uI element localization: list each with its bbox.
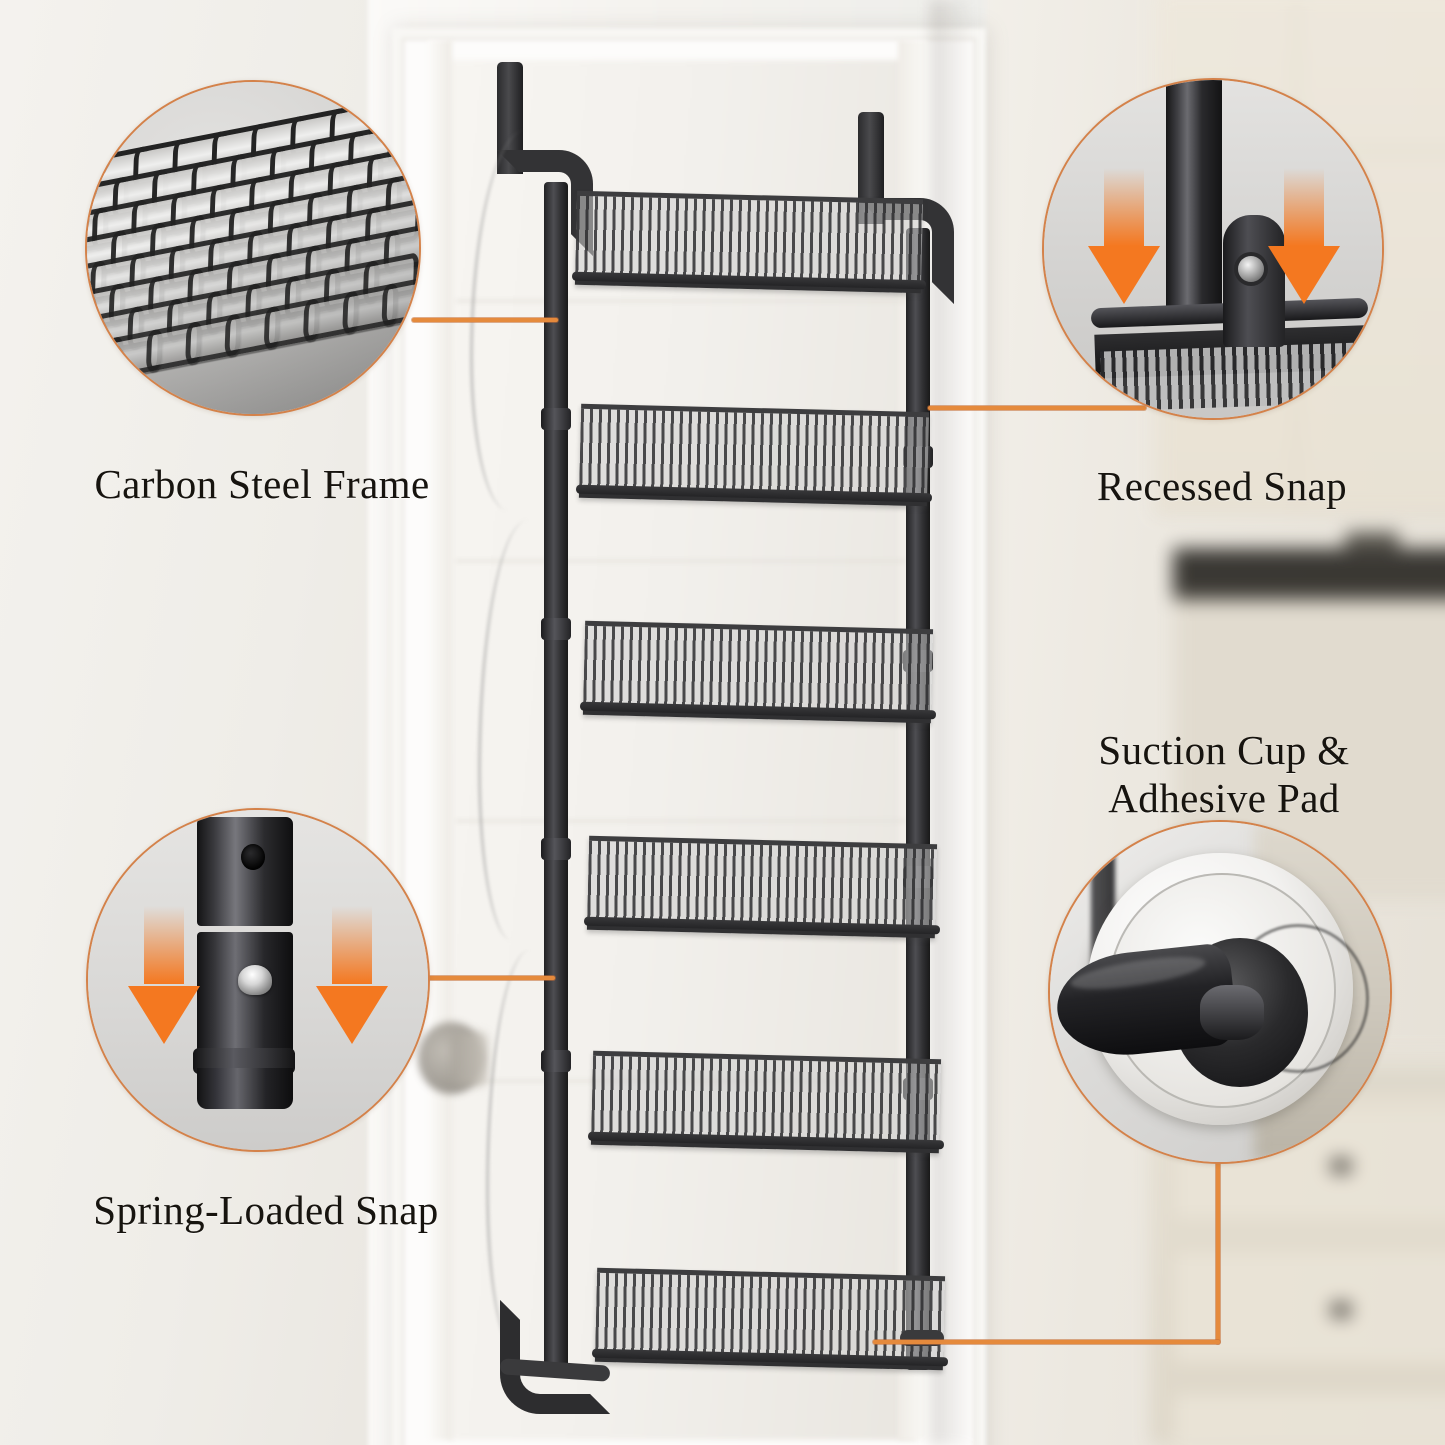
callout-label-spring-loaded-snap: Spring-Loaded Snap bbox=[93, 1187, 439, 1233]
leader-suction-cup-horizontal bbox=[873, 1340, 1220, 1344]
tube-hole bbox=[241, 844, 265, 870]
arrow-shaft bbox=[1284, 168, 1324, 246]
suction-cup-detail-image bbox=[1050, 822, 1390, 1162]
spring-loaded-snap-detail-image bbox=[88, 810, 428, 1150]
down-arrow-icon bbox=[316, 906, 388, 1046]
range-hood-vent bbox=[1345, 532, 1399, 552]
arrow-head bbox=[1088, 246, 1160, 304]
leader-recessed-snap bbox=[928, 406, 1146, 410]
telescoping-tube-upper bbox=[196, 816, 293, 926]
callout-suction-cup-adhesive-pad bbox=[1048, 820, 1392, 1164]
back-wire bbox=[486, 950, 559, 1350]
callout-label-carbon-steel-frame: Carbon Steel Frame bbox=[94, 461, 430, 507]
rack-foot-left bbox=[500, 1300, 610, 1414]
arrow-shaft bbox=[144, 906, 184, 984]
arrow-shaft bbox=[332, 906, 372, 984]
callout-label-suction-cup-adhesive-pad: Suction Cup & Adhesive Pad bbox=[1098, 727, 1350, 822]
cabinet-drawer bbox=[1170, 1248, 1445, 1366]
down-arrow-icon bbox=[1268, 168, 1340, 304]
bracket-screw bbox=[1238, 255, 1265, 282]
door-slat bbox=[456, 300, 906, 302]
back-wire bbox=[478, 520, 561, 940]
tube-foot bbox=[196, 1068, 293, 1110]
range-hood bbox=[1173, 548, 1445, 600]
recessed-snap-detail-image bbox=[1044, 80, 1382, 418]
callout-recessed-snap bbox=[1042, 78, 1384, 420]
handle-collar bbox=[1199, 985, 1265, 1040]
basket-wires bbox=[1100, 342, 1367, 412]
leader-carbon-steel-frame bbox=[412, 318, 558, 322]
down-arrow-icon bbox=[128, 906, 200, 1046]
leader-suction-cup-vertical bbox=[1216, 1158, 1220, 1344]
door-slat bbox=[456, 820, 906, 822]
cabinet-drawer bbox=[1170, 1391, 1445, 1445]
callout-spring-loaded-snap bbox=[86, 808, 430, 1152]
arrow-head bbox=[316, 986, 388, 1044]
rail-right bbox=[906, 228, 930, 1370]
door-slat bbox=[456, 560, 906, 562]
arrow-head bbox=[128, 986, 200, 1044]
spring-button-icon bbox=[237, 964, 272, 995]
door-stile-left bbox=[428, 40, 452, 1440]
callout-carbon-steel-frame bbox=[85, 80, 421, 416]
drawer-knob bbox=[1330, 1302, 1352, 1318]
carbon-steel-frame-detail-image bbox=[87, 82, 419, 414]
door-latch-plate bbox=[452, 1032, 488, 1086]
drawer-knob bbox=[1330, 1158, 1352, 1174]
arrow-shaft bbox=[1104, 168, 1144, 246]
callout-label-recessed-snap: Recessed Snap bbox=[1097, 463, 1347, 509]
leader-spring-loaded-snap bbox=[427, 976, 555, 980]
arrow-head bbox=[1268, 246, 1340, 304]
vertical-pole bbox=[1165, 80, 1222, 317]
down-arrow-icon bbox=[1088, 168, 1160, 304]
